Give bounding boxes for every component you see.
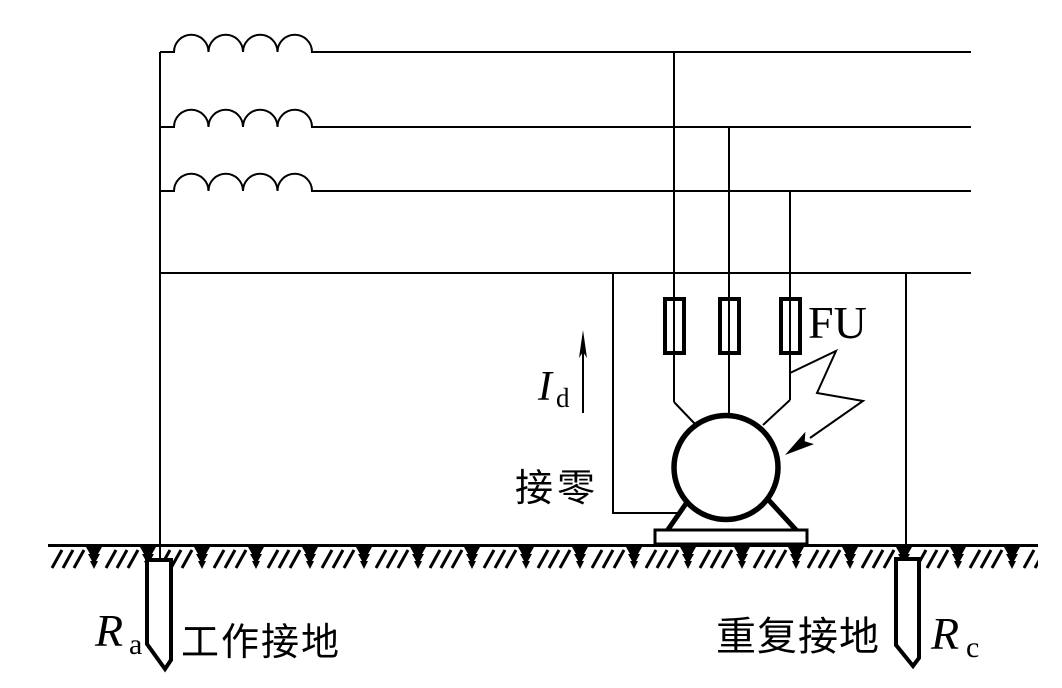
repeated-ground-electrode [894, 557, 921, 670]
phase-a-winding-line [160, 33, 971, 53]
fuse-a [663, 297, 686, 355]
working-ground-label: 工作接地 [181, 622, 341, 664]
phase-b-winding-line [160, 108, 971, 128]
neutral-connection-label: 接零 [515, 468, 599, 510]
motor-lead-c [762, 399, 791, 426]
repeated-ground-resistance-label: R [930, 608, 959, 659]
pen-conductor-to-motor [612, 273, 678, 514]
fuse-c [779, 297, 802, 355]
motor [671, 412, 781, 523]
fuse-label: FU [808, 297, 867, 348]
repeated-ground-resistance-subscript: c [966, 631, 979, 664]
fault-arrow [785, 348, 866, 455]
fault-current-arrow [579, 330, 587, 413]
fault-current-subscript: d [556, 383, 570, 413]
working-ground-resistance-label: R [94, 605, 123, 656]
motor-lead-a [673, 401, 696, 425]
phase-c-winding-line [160, 172, 971, 192]
ground-hatching [48, 547, 1038, 571]
working-ground-resistance-subscript: a [129, 628, 142, 661]
motor-leg-right [762, 493, 799, 533]
repeated-ground-label: 重复接地 [716, 615, 880, 659]
fault-current-label: I [537, 364, 554, 410]
working-ground-electrode [145, 558, 173, 673]
fuse-b [718, 297, 741, 355]
motor-base-plate [653, 528, 809, 546]
